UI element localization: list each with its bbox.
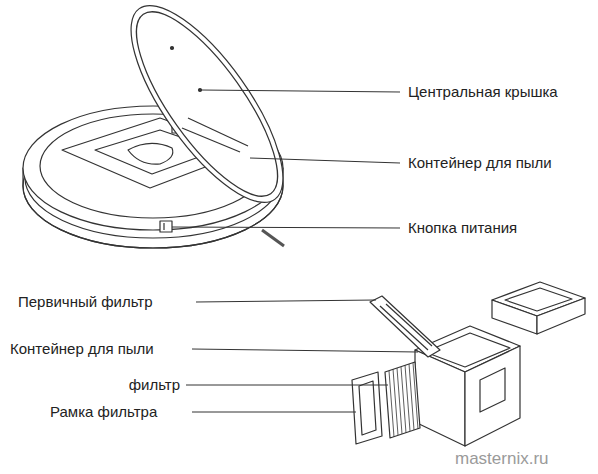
lid-arm xyxy=(182,128,240,152)
cover-front xyxy=(492,300,537,334)
power-button xyxy=(160,221,172,232)
primary-filter xyxy=(370,296,440,357)
watermark: masternix.ru xyxy=(455,450,549,468)
side-brush xyxy=(262,230,284,246)
leader-lines xyxy=(172,90,418,412)
central-lid-rim xyxy=(113,0,301,215)
leader-line xyxy=(196,300,376,302)
part-label: Контейнер для пыли xyxy=(10,340,154,358)
dust-container-handle xyxy=(128,143,173,164)
filter-frame-window xyxy=(359,381,376,435)
part-label: Контейнер для пыли xyxy=(408,154,552,172)
filter xyxy=(385,362,420,438)
part-label: Первичный фильтр xyxy=(18,293,153,311)
leader-line xyxy=(250,158,400,163)
lid-dot xyxy=(171,47,174,50)
cover-inner xyxy=(505,288,572,311)
filter-pleats xyxy=(389,363,418,437)
leader-line xyxy=(192,412,356,413)
part-label: Рамка фильтра xyxy=(50,403,157,421)
exploded-view xyxy=(352,282,585,446)
part-label: Кнопка питания xyxy=(408,219,517,237)
power-button-mark xyxy=(163,223,164,230)
leader-line xyxy=(186,385,388,386)
central-lid xyxy=(105,0,309,224)
robot-vacuum xyxy=(23,0,309,248)
part-label: фильтр xyxy=(129,376,180,394)
container-detail xyxy=(480,368,505,412)
container-right xyxy=(465,346,520,446)
part-label: Центральная крышка xyxy=(408,83,558,101)
leader-line xyxy=(201,90,400,92)
primary-filter-mesh xyxy=(386,304,432,346)
lid-arm xyxy=(188,118,248,146)
filter-frame xyxy=(352,372,382,444)
leader-line xyxy=(192,349,418,352)
primary-filter-mesh xyxy=(380,306,428,350)
leader-line xyxy=(172,227,400,228)
